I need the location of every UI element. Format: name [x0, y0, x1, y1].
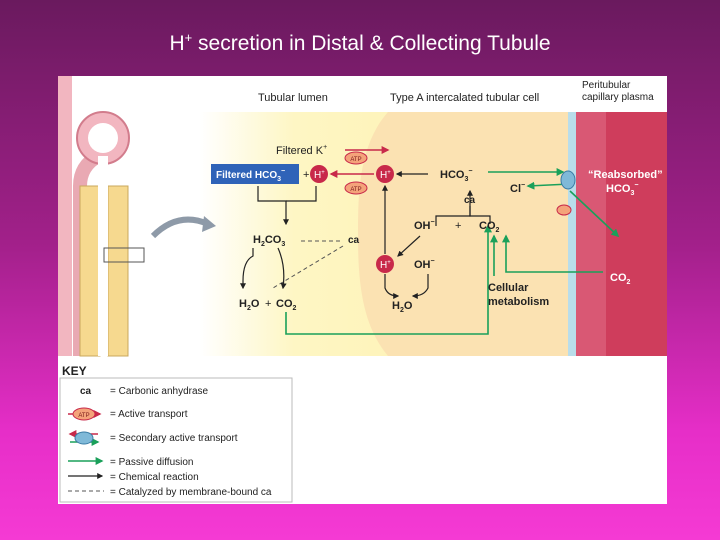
svg-text:H+: H+ — [380, 260, 391, 271]
plus-lumen: + — [303, 169, 309, 181]
lumen-label: Tubular lumen — [258, 92, 328, 104]
cellular-metabolism-line1: Cellular — [488, 282, 529, 294]
hco3-to-h2co3-arrow — [257, 186, 289, 226]
plasma-co2-arrow — [502, 234, 603, 273]
key-heading: KEY — [62, 364, 87, 378]
svg-text:ATP: ATP — [350, 157, 361, 163]
h-lumen: H+ — [310, 165, 328, 183]
h2o-lumen-label: H2O — [239, 298, 260, 312]
h-to-h2co3-line — [286, 186, 317, 202]
co2-cell-label: CO2 — [479, 220, 500, 234]
co2-lumen-label: CO2 — [276, 298, 297, 312]
h-to-water-arrow — [384, 274, 400, 299]
atp-pump-lower: ATP — [344, 181, 368, 195]
key-item-chemical-reaction: = Chemical reaction — [68, 472, 199, 483]
oh-down-arrow — [397, 235, 421, 257]
reabsorbed-line1: “Reabsorbed” — [588, 169, 663, 181]
svg-text:= Secondary active transport: = Secondary active transport — [110, 433, 238, 444]
svg-text:H+: H+ — [314, 170, 325, 181]
slide-title: H+ secretion in Distal & Collecting Tubu… — [169, 30, 551, 55]
key-item-passive-diffusion: = Passive diffusion — [68, 457, 193, 468]
plus-oh-co2: + — [455, 220, 461, 232]
svg-text:= Passive diffusion: = Passive diffusion — [110, 457, 193, 468]
oh-cell-label: OH− — [414, 219, 435, 232]
hco3-out-arrow — [569, 190, 620, 238]
plasma-highlight — [576, 112, 606, 356]
atp-pump-basolateral — [556, 204, 572, 216]
hco3-cell-label: HCO3− — [440, 168, 472, 183]
svg-text:= Active transport: = Active transport — [110, 409, 188, 420]
h2co3-label: H2CO3 — [253, 234, 285, 248]
cellular-metabolism-line2: metabolism — [488, 296, 549, 308]
co2-plasma-label: CO2 — [610, 272, 631, 286]
plasma-label-line1: Peritubular — [582, 80, 631, 91]
co2-branch-line — [469, 206, 491, 224]
cell-region — [358, 112, 576, 356]
key-item-active-transport: ATP = Active transport — [68, 407, 188, 421]
oh-to-water-arrow — [411, 274, 429, 299]
svg-text:= Chemical reaction: = Chemical reaction — [110, 472, 199, 483]
basolateral-membrane — [568, 112, 576, 356]
diagram-figure: Tubular lumen Type A intercalated tubula… — [58, 76, 667, 504]
h-cell-upper: H+ — [376, 165, 394, 183]
co2-diffusion-arrow — [285, 224, 492, 335]
svg-text:= Carbonic anhydrase: = Carbonic anhydrase — [110, 386, 209, 397]
h-cell-lower: H+ — [376, 255, 394, 273]
svg-text:H+: H+ — [380, 170, 391, 181]
oh-lower-label: OH− — [414, 258, 435, 271]
filtered-k-label: Filtered K+ — [276, 144, 327, 157]
key-item-membrane-bound-ca: = Catalyzed by membrane-bound ca — [68, 487, 272, 498]
ca-membrane-label: ca — [348, 235, 360, 246]
h2co3-to-co2-arrow — [277, 247, 287, 290]
svg-text:ca: ca — [80, 386, 92, 397]
plus-h2o-co2: + — [265, 298, 271, 310]
reabsorbed-line2: HCO3− — [606, 182, 638, 197]
key-item-carbonic-anhydrase: ca = Carbonic anhydrase — [80, 386, 209, 397]
cl-hco3-exchanger — [560, 170, 576, 190]
h2co3-to-h2o-arrow — [240, 248, 254, 290]
diagram-svg: Tubular lumen Type A intercalated tubula… — [58, 76, 667, 503]
svg-text:= Catalyzed by membrane-bound: = Catalyzed by membrane-bound ca — [110, 487, 272, 498]
svg-text:Filtered HCO3−: Filtered HCO3− — [216, 168, 285, 183]
cl-label: Cl− — [510, 182, 525, 195]
atp-pump-upper: ATP — [344, 151, 368, 165]
nephron-illustration — [58, 76, 216, 357]
plasma-label-line2: capillary plasma — [582, 92, 654, 103]
filtered-hco3-box: Filtered HCO3− — [211, 164, 299, 184]
key-item-secondary-active-transport: = Secondary active transport — [68, 430, 238, 446]
cell-label: Type A intercalated tubular cell — [390, 92, 539, 104]
svg-text:ATP: ATP — [350, 187, 361, 193]
svg-text:ATP: ATP — [78, 413, 89, 419]
h2o-cell-label: H2O — [392, 300, 413, 314]
